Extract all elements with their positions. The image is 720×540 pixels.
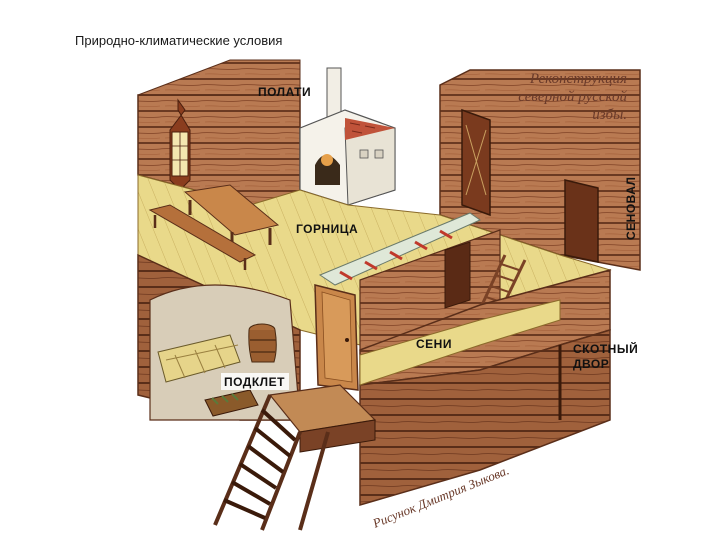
caption-line-3: избы. bbox=[592, 107, 627, 123]
upper-door bbox=[461, 108, 491, 217]
senoval-door bbox=[564, 179, 599, 263]
inner-partition bbox=[359, 229, 501, 351]
caption-line-2: северной русской bbox=[518, 89, 627, 105]
entrance-door bbox=[314, 284, 359, 391]
table-and-benches bbox=[148, 184, 280, 270]
label-senoval: СЕНОВАЛ bbox=[624, 177, 638, 240]
porch-stairs bbox=[213, 384, 377, 531]
label-seni: СЕНИ bbox=[416, 337, 452, 351]
label-podklet: ПОДКЛЕТ bbox=[224, 375, 285, 389]
label-skotny-dvor-line1: СКОТНЫЙ bbox=[573, 341, 638, 356]
reconstruction-caption: Реконструкция северной русской избы. bbox=[518, 71, 627, 123]
label-podklet-backing bbox=[221, 373, 289, 390]
label-skotny-dvor-line2: ДВОР bbox=[573, 357, 609, 371]
caption-line-1: Реконструкция bbox=[529, 71, 627, 87]
russian-stove bbox=[299, 67, 396, 206]
label-gornitsa: ГОРНИЦА bbox=[296, 222, 358, 236]
seni-floor bbox=[359, 299, 561, 386]
slide-title: Природно-климатические условия bbox=[75, 33, 283, 48]
woven-runner bbox=[318, 212, 482, 286]
label-polati: ПОЛАТИ bbox=[258, 85, 311, 99]
